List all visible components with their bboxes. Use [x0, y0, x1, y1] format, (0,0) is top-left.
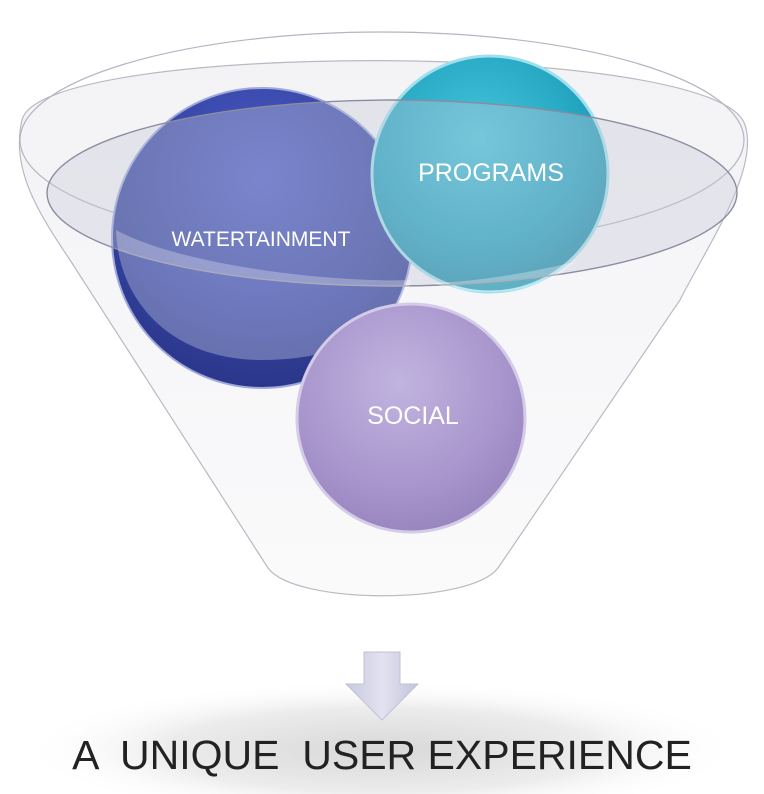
funnel-inner-rim [46, 99, 738, 287]
blue-bubble-lower-tint [116, 230, 411, 360]
bubble-label-social: SOCIAL [367, 402, 459, 430]
bubble-label-programs: PROGRAMS [418, 159, 564, 187]
output-label: A UNIQUE USER EXPERIENCE [72, 732, 692, 778]
bubble-programs [370, 54, 610, 294]
down-arrow-icon [344, 651, 420, 721]
output-glow [22, 680, 742, 794]
bubble-label-watertainment: WATERTAINMENT [172, 228, 351, 251]
bubble-social [295, 302, 527, 534]
teal-bubble-lower-tint [433, 262, 574, 292]
